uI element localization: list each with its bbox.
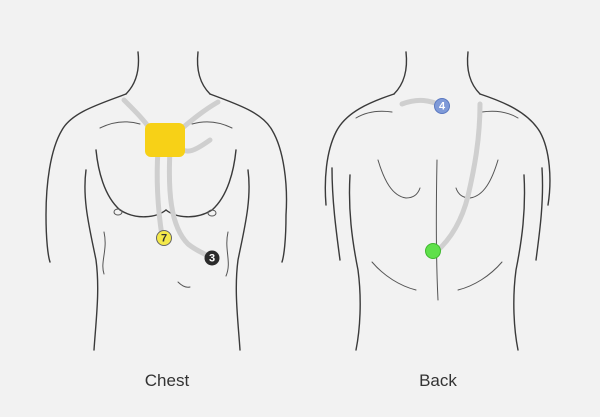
back-left-arm-inner [331, 167, 341, 261]
back-upper-right [481, 110, 519, 119]
chest-rib-left [102, 231, 106, 275]
chest-rib-right [225, 231, 229, 277]
electrode-3-dot [204, 250, 220, 266]
back-wire-spine [433, 101, 483, 255]
electrode-4-number: 4 [439, 101, 446, 113]
chest-clavicle-left [99, 121, 141, 129]
chest-left-nipple [113, 208, 123, 216]
chest-right-shoulder-arm [209, 93, 288, 263]
back-lower-left [371, 261, 417, 291]
chest-left-flank [84, 169, 99, 351]
back-right-scapula [455, 159, 499, 199]
chest-wire-right-shoulder [177, 99, 221, 133]
electrode-7-marker: 7 [156, 230, 172, 246]
back-right-arm-inner [535, 167, 544, 261]
back-label: Back [419, 371, 457, 390]
chest-label: Chest [144, 371, 190, 390]
electrode-7-number: 7 [161, 233, 167, 245]
chest-wire-to-7 [154, 147, 165, 239]
chest-neck-left [125, 51, 140, 95]
back-neck-left [393, 51, 408, 95]
back-neck-right [466, 51, 481, 95]
chest-neck-right [196, 51, 211, 95]
electrode-4-dot [434, 98, 450, 114]
back-right-shoulder-arm [479, 93, 551, 206]
back-left-shoulder-arm [324, 93, 395, 206]
chest-abdomen-line [177, 281, 191, 288]
back-spine [435, 159, 439, 301]
chest-right-flank [235, 169, 250, 351]
chest-wire-to-3 [166, 147, 215, 261]
back-lower-right [457, 261, 503, 291]
chest-figure: 7 3 [45, 51, 288, 351]
chest-clavicle-right [191, 121, 233, 129]
electrode-green-dot [425, 243, 441, 259]
back-upper-left [355, 110, 393, 119]
electrode-7-dot [156, 230, 172, 246]
back-left-flank [348, 174, 361, 351]
chest-left-pec [95, 149, 167, 218]
chest-left-shoulder-arm [45, 93, 127, 263]
electrode-3-marker: 3 [204, 250, 220, 266]
electrode-3-number: 3 [209, 253, 215, 265]
chest-right-nipple [207, 209, 217, 217]
chest-right-pec [165, 149, 237, 218]
recorder-device [145, 123, 185, 157]
back-figure: 4 [324, 51, 551, 351]
back-left-scapula [377, 159, 421, 199]
electrode-4-marker: 4 [434, 98, 450, 114]
back-right-flank [513, 174, 526, 351]
